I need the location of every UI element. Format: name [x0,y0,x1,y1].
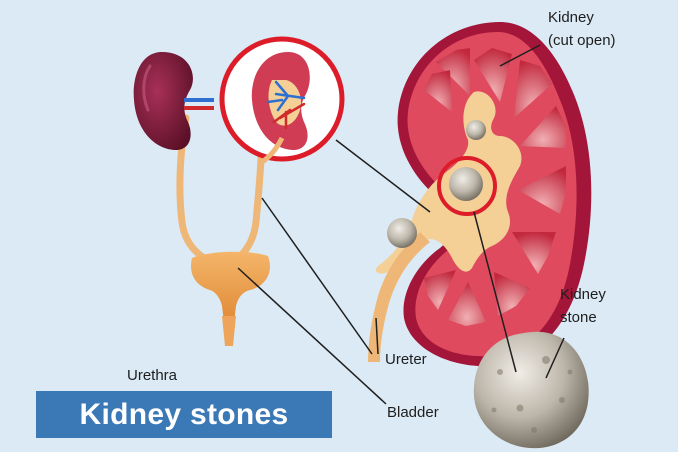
mini-vessels [266,80,306,130]
leader-ureter-right [375,317,379,355]
bladder-shape [190,251,270,322]
renal-pyramids [424,48,566,326]
leader-ureter-left [261,197,373,355]
kidney-ureter [368,232,430,362]
leader-zoom-to-kidney [335,139,431,213]
stone-highlight-circle [437,156,497,216]
kidney-cut-open [368,22,592,367]
magnifier-circle-kidney [219,36,345,165]
mini-renal-pelvis [268,80,302,126]
label-kidney-stone-line1: Kidney [560,286,606,303]
kidney-stone-closeup [473,331,589,449]
leader-bladder [237,267,387,405]
label-kidney-stone-line2: stone [560,309,597,326]
leader-stone-to-closeup [473,211,517,373]
small-kidney-highlight [142,64,152,112]
label-urethra: Urethra [127,367,178,384]
mini-ureter [260,136,285,165]
title-banner: Kidney stones [36,391,332,438]
urethra-shape [222,316,236,346]
leader-kidney-stone [545,337,565,379]
leader-kidney-cut-open [499,44,541,67]
label-kidney-cut-open-line2: (cut open) [548,32,616,49]
stone-small-1 [466,120,486,140]
label-bladder: Bladder [387,404,439,421]
leader-lines [237,44,565,405]
stone-texture [491,356,573,433]
stone-small-2 [387,218,417,248]
label-kidney-cut-open-line1: Kidney [548,9,594,26]
page-title: Kidney stones [79,397,289,431]
label-ureter: Ureter [385,351,427,368]
stone-highlighted [449,167,483,201]
small-kidney [133,52,193,151]
